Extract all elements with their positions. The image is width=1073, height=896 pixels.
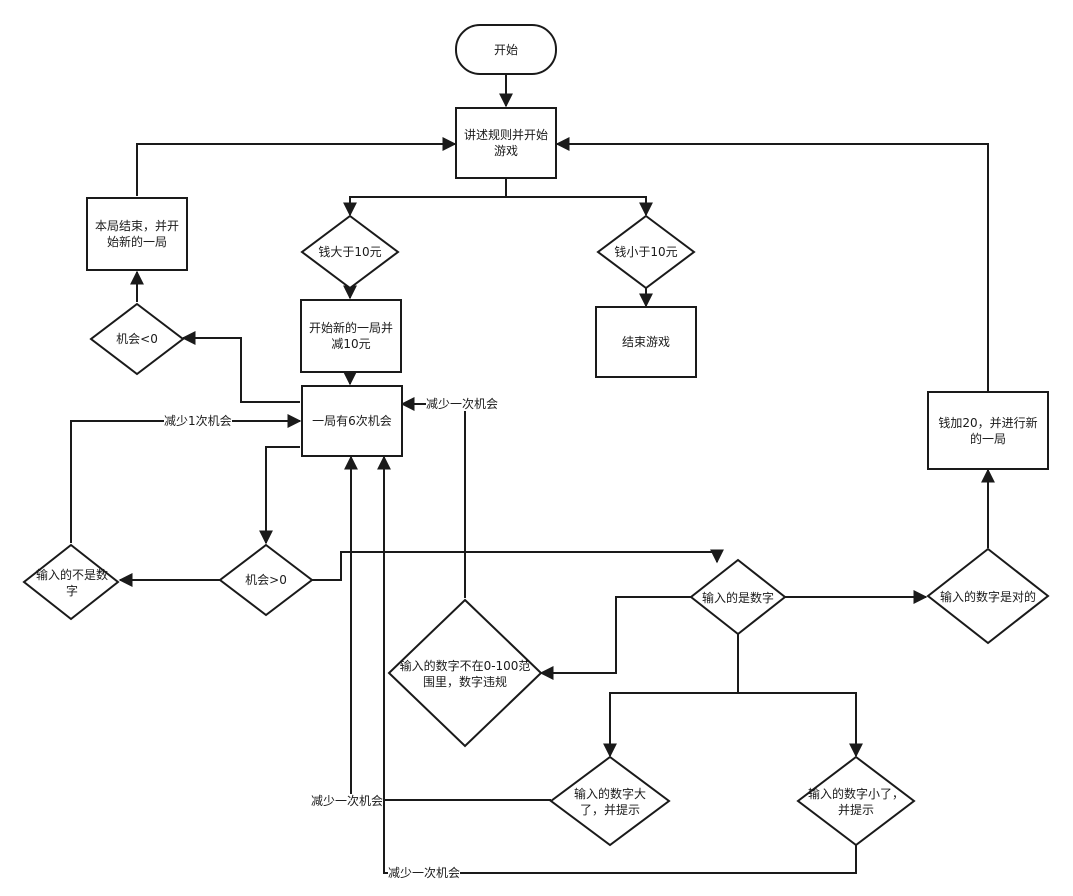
six-chances-box — [301, 385, 403, 457]
too-small-label: 输入的数字小了，并提示 — [808, 787, 905, 817]
edge-six-to-chance-lt0 — [181, 331, 300, 403]
edge-label-minus-range: 减少一次机会 — [426, 397, 499, 411]
out-of-range-label: 输入的数字不在0-100范围里，数字违规 — [399, 659, 531, 689]
edges — [70, 74, 995, 874]
edge-six-to-chance-gt0 — [259, 446, 300, 545]
round-end-label: 本局结束，并开始新的一局 — [94, 219, 179, 249]
chance-lt0-diamond — [89, 302, 185, 376]
end-game-box — [595, 306, 697, 378]
edge-is-number-to-out-of-range — [539, 596, 692, 680]
money-lt-diamond — [596, 214, 696, 290]
edge-label-minus-1: 减少1次机会 — [164, 414, 232, 428]
money-gt-label: 钱大于10元 — [318, 245, 382, 259]
edge-too-small-to-six — [377, 455, 857, 874]
add-money-box — [927, 391, 1049, 470]
not-number-diamond — [22, 543, 120, 621]
too-big-diamond — [549, 755, 671, 847]
edge-label-minus-big: 减少一次机会 — [311, 794, 384, 808]
add-money-label: 钱加20，并进行新的一局 — [938, 415, 1038, 446]
round-end-box — [86, 197, 188, 271]
edge-rules-to-money-lt — [506, 196, 653, 217]
edge-is-number-to-too-small — [738, 692, 863, 758]
shapes — [22, 24, 1050, 847]
too-big-label: 输入的数字大了，并提示 — [573, 787, 646, 817]
out-of-range-diamond — [387, 598, 543, 748]
not-number-label: 输入的不是数字 — [36, 568, 109, 598]
rules-box — [455, 107, 557, 179]
money-lt-label: 钱小于10元 — [614, 245, 678, 259]
edge-is-number-to-too-big — [603, 633, 739, 758]
edge-out-of-range-to-six — [400, 397, 466, 598]
new-round-label: 开始新的一局并减10元 — [308, 321, 393, 351]
money-gt-diamond — [300, 214, 400, 290]
is-number-label: 输入的是数字 — [701, 591, 774, 605]
chance-gt0-label: 机会>0 — [245, 573, 287, 587]
edge-add-money-to-rules — [555, 137, 989, 391]
start-label: 开始 — [493, 42, 518, 57]
six-chances-label: 一局有6次机会 — [312, 414, 392, 428]
rules-label: 讲述规则并开始游戏 — [463, 128, 548, 158]
too-small-diamond — [796, 755, 916, 847]
is-number-diamond — [689, 558, 787, 636]
chance-gt0-diamond — [218, 543, 314, 617]
edge-rules-to-money-gt — [343, 178, 507, 217]
edge-label-minus-small: 减少一次机会 — [388, 866, 461, 880]
correct-label: 输入的数字是对的 — [939, 590, 1036, 604]
start-terminator — [455, 24, 557, 75]
chance-lt0-label: 机会<0 — [116, 332, 158, 346]
edge-chance-gt0-to-is-number — [312, 549, 724, 581]
edge-round-end-to-rules — [136, 137, 457, 196]
new-round-box — [300, 299, 402, 373]
end-game-label: 结束游戏 — [621, 335, 670, 349]
correct-diamond — [926, 547, 1050, 645]
